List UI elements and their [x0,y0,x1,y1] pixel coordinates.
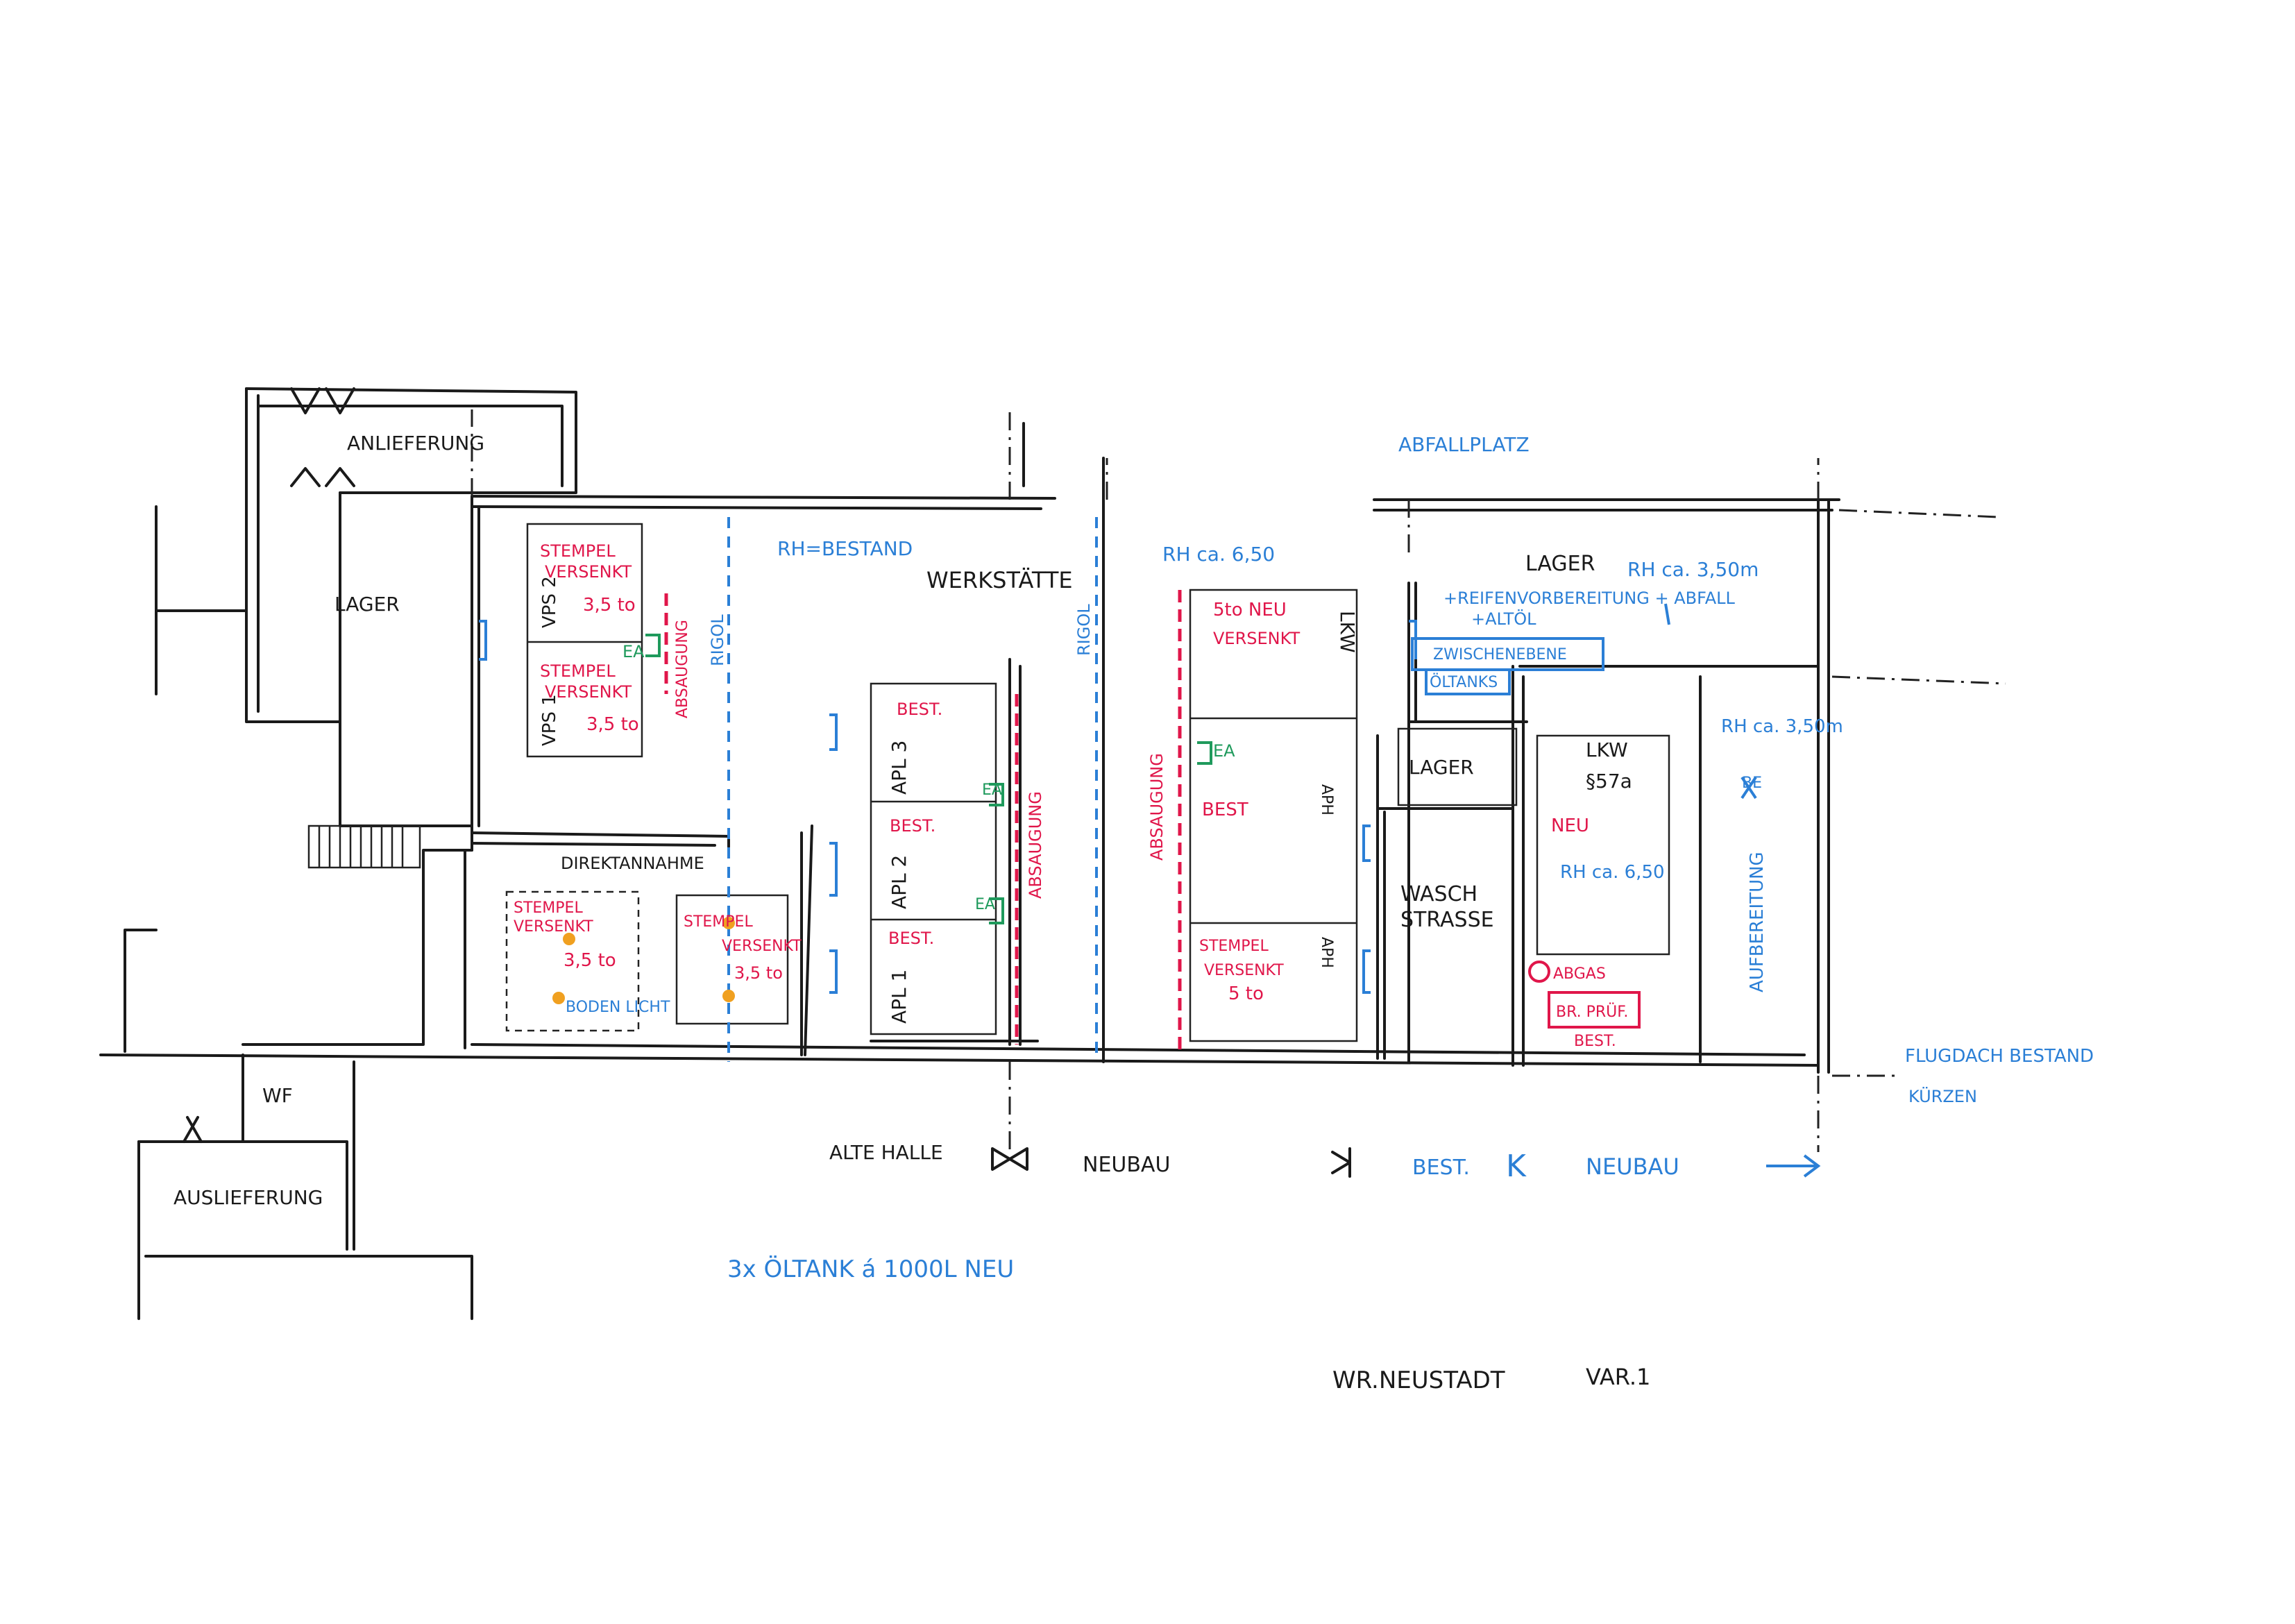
door-symbols [183,387,1351,1178]
label-aph-1: APH [1318,784,1335,815]
drawing-variant: VAR.1 [1586,1364,1650,1390]
note-reifen: +REIFENVORBEREITUNG + ABFALL [1443,589,1735,608]
label-strasse: STRASSE [1400,908,1494,932]
label-57a: §57a [1586,770,1632,793]
note-kuerzen: KÜRZEN [1908,1086,1977,1106]
rigol-lines [727,517,1098,1062]
note-versenkt-4: VERSENKT [722,938,802,955]
note-tons-4: 3,5 to [734,963,783,983]
note-5to-neu: 5to NEU [1213,600,1287,620]
note-tons-3: 3,5 to [564,950,616,971]
label-vps1: VPS 1 [539,694,560,746]
absaugung-lines [664,590,1182,1051]
label-lager-small: LAGER [1409,756,1474,779]
note-ea-3: EA [975,896,995,913]
note-best-right: BEST [1202,800,1248,820]
note-versenkt-5to: VERSENKT [1213,629,1300,648]
axis-lines [471,409,2006,1152]
note-ea-2: EA [982,781,1002,799]
label-wasch: WASCH [1400,882,1477,906]
note-stempel-5: STEMPEL [1199,938,1269,955]
bodenlicht-dots [552,917,735,1004]
label-auslieferung: AUSLIEFERUNG [173,1186,323,1209]
green-labels: EA EA EA EA [623,642,1235,913]
note-versenkt-5: VERSENKT [1204,962,1284,979]
red-marks [1528,961,1641,1029]
note-altoel: +ALTÖL [1471,609,1536,629]
walls [99,387,1840,1320]
drawing-title: WR.NEUSTADT [1332,1367,1505,1394]
note-stempel-3: STEMPEL [514,899,583,917]
note-versenkt-1: VERSENKT [545,562,632,582]
blue-marks [479,603,1757,994]
note-rh-bestand: RH=BESTAND [777,537,913,560]
note-stempel-4: STEMPEL [684,913,753,931]
label-werkstaette: WERKSTÄTTE [926,567,1073,593]
label-vps2: VPS 2 [539,576,560,628]
label-lager-right: LAGER [1525,552,1595,576]
green-marks [645,634,1212,924]
note-rh-350: RH ca. 3,50m [1627,558,1759,581]
note-rh-650-top: RH ca. 6,50 [1162,543,1275,566]
note-abgas: ABGAS [1553,965,1606,983]
note-best-bottom: BEST. [1574,1033,1616,1050]
note-absaugung-1: ABSAUGUNG [674,620,691,718]
label-lager-left: LAGER [334,593,400,616]
label-direktannahme: DIREKTANNAHME [561,854,704,873]
note-neubau-blue: NEUBAU [1586,1153,1679,1180]
bay-outlines [505,523,1670,1042]
note-best-apl1: BEST. [888,929,934,948]
note-tons-5: 5 to [1228,983,1264,1004]
black-labels: ANLIEFERUNG LAGER DIREKTANNAHME WF AUSLI… [173,432,1650,1394]
neubau-arrow [1766,1154,1821,1178]
note-neu: NEU [1551,815,1589,836]
label-lkw-vertical: LKW [1336,611,1359,653]
note-zwischenebene: ZWISCHENEBENE [1433,646,1567,663]
note-best-apl3: BEST. [897,700,942,719]
label-apl3: APL 3 [888,741,911,795]
blue-labels: ABFALLPLATZ RH=BESTAND RH ca. 6,50 RH ca… [566,433,2094,1283]
note-tons-1: 3,5 to [583,595,636,616]
red-labels: STEMPEL VERSENKT 3,5 to STEMPEL VERSENKT… [514,541,1632,1050]
label-apl1: APL 1 [888,970,911,1024]
note-rh-650-pit: RH ca. 6,50 [1560,862,1665,883]
note-be: BE [1742,775,1762,792]
label-wf: WF [262,1084,293,1107]
label-aph-2: APH [1318,937,1335,968]
note-best-blue: BEST. [1412,1156,1470,1180]
label-lkw-pit: LKW [1586,738,1628,761]
note-boden-licht: BODEN LICHT [566,999,670,1016]
note-best-apl2: BEST. [890,816,935,836]
note-absaugung-2: ABSAUGUNG [1026,791,1045,899]
label-apl2: APL 2 [888,855,911,909]
note-oeltanks: ÖLTANKS [1430,673,1498,691]
label-neubau-black: NEUBAU [1083,1153,1170,1177]
note-rigol-1: RIGOL [708,614,727,666]
note-aufbereitung: AUFBEREITUNG [1747,852,1768,992]
note-rigol-2: RIGOL [1074,604,1094,656]
note-stempel-2: STEMPEL [540,661,616,681]
note-stempel-1: STEMPEL [540,541,616,561]
note-oeltank: 3x ÖLTANK á 1000L NEU [727,1255,1014,1283]
note-br-pruef: BR. PRÜF. [1556,1003,1628,1021]
note-versenkt-2: VERSENKT [545,682,632,702]
note-rh-350-b: RH ca. 3,50m [1721,716,1843,737]
note-k-mark: K [1506,1149,1527,1184]
note-flugdach: FLUGDACH BESTAND [1905,1046,2094,1067]
label-anlieferung: ANLIEFERUNG [347,432,484,455]
note-versenkt-3: VERSENKT [514,918,593,936]
note-ea-4: EA [1213,741,1235,761]
label-alte-halle: ALTE HALLE [829,1141,943,1164]
note-absaugung-3: ABSAUGUNG [1147,753,1167,861]
note-ea-1: EA [623,642,645,661]
note-abfallplatz: ABFALLPLATZ [1398,433,1530,456]
note-tons-2: 3,5 to [586,714,639,735]
